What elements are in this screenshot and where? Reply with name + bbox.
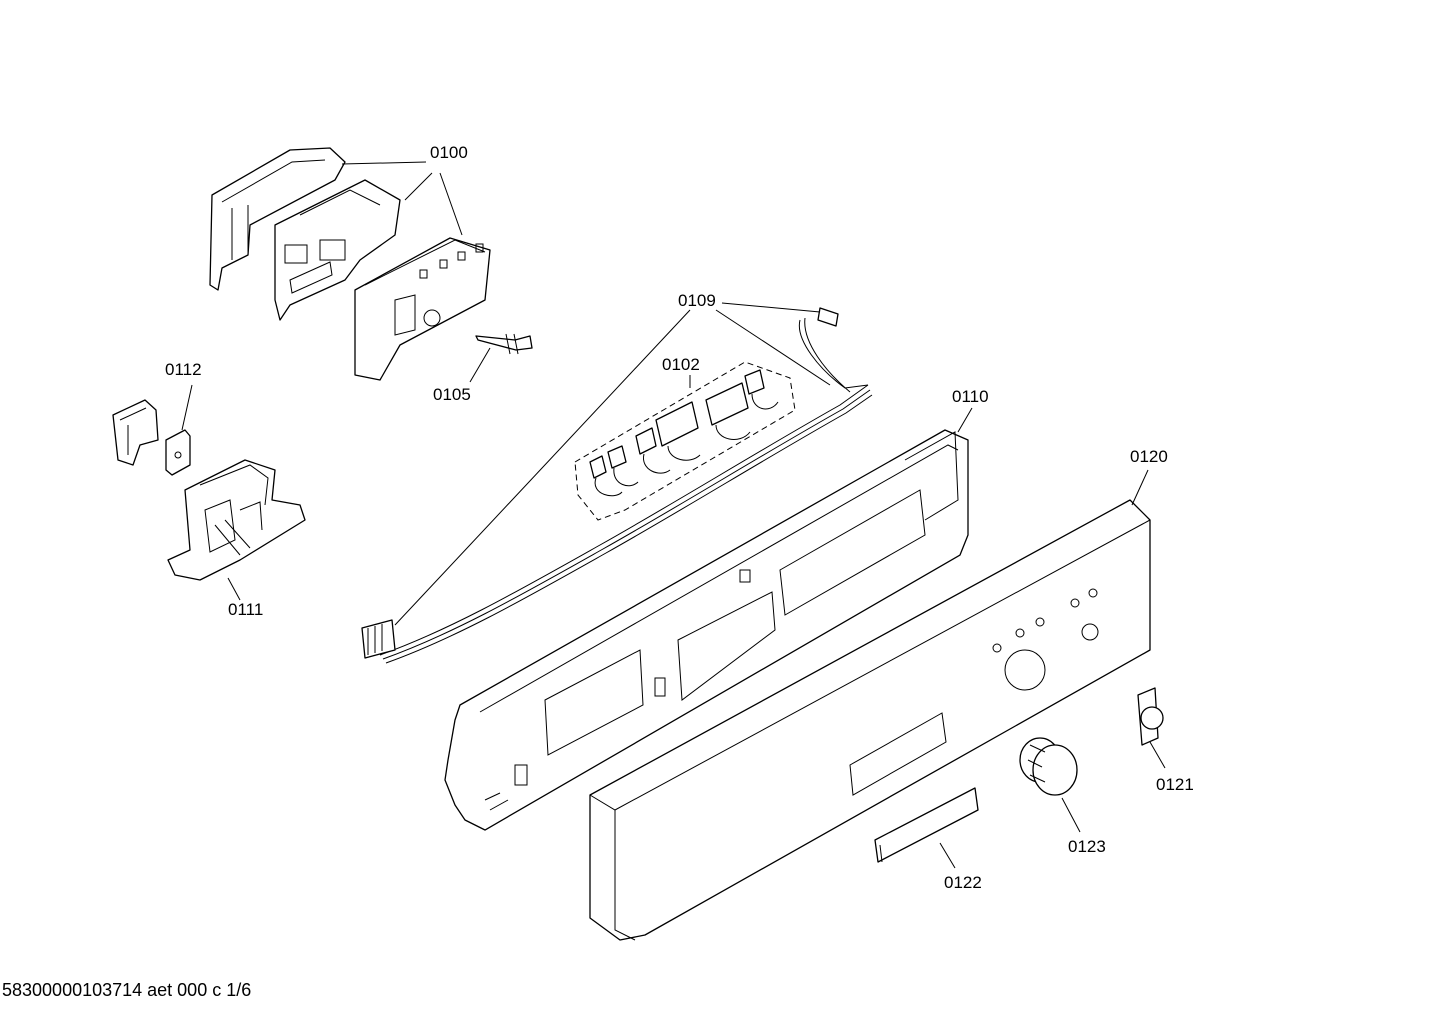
part-0120-fascia-panel <box>589 499 1151 941</box>
leader-lines-0109 <box>394 302 831 626</box>
label-0110: 0110 <box>952 387 989 406</box>
part-0105-pin <box>475 333 533 355</box>
label-0112: 0112 <box>165 360 202 379</box>
part-0112-cover <box>112 399 191 476</box>
part-0122-display-window <box>874 787 979 863</box>
part-0100-electronic-module <box>209 147 491 381</box>
label-0122: 0122 <box>944 873 982 892</box>
label-0123: 0123 <box>1068 837 1106 856</box>
leader-line-0111 <box>227 577 241 601</box>
label-0102: 0102 <box>662 355 700 374</box>
document-reference: 58300000103714 aet 000 c 1/6 <box>2 980 252 1000</box>
part-0121-push-button <box>1137 687 1164 746</box>
part-0110-panel-frame <box>444 429 969 831</box>
part-0109-wire-harness <box>361 307 873 664</box>
leader-line-0122 <box>939 842 956 869</box>
leader-line-0110 <box>957 407 973 433</box>
label-0120: 0120 <box>1130 447 1168 466</box>
label-0105: 0105 <box>433 385 471 404</box>
label-0111: 0111 <box>228 600 263 619</box>
part-0102-connector-set <box>574 361 796 521</box>
leader-line-0105 <box>469 347 491 383</box>
leader-line-0121 <box>1149 741 1166 769</box>
leader-line-0112 <box>181 384 193 431</box>
label-0109: 0109 <box>678 291 716 310</box>
label-0100: 0100 <box>430 143 468 162</box>
leader-lines-0100 <box>341 161 463 236</box>
leader-line-0120 <box>1131 469 1149 506</box>
part-0123-rotary-knob <box>1019 737 1078 796</box>
leader-line-0123 <box>1061 797 1081 833</box>
part-0111-switch-holder <box>167 459 306 581</box>
label-0121: 0121 <box>1156 775 1194 794</box>
